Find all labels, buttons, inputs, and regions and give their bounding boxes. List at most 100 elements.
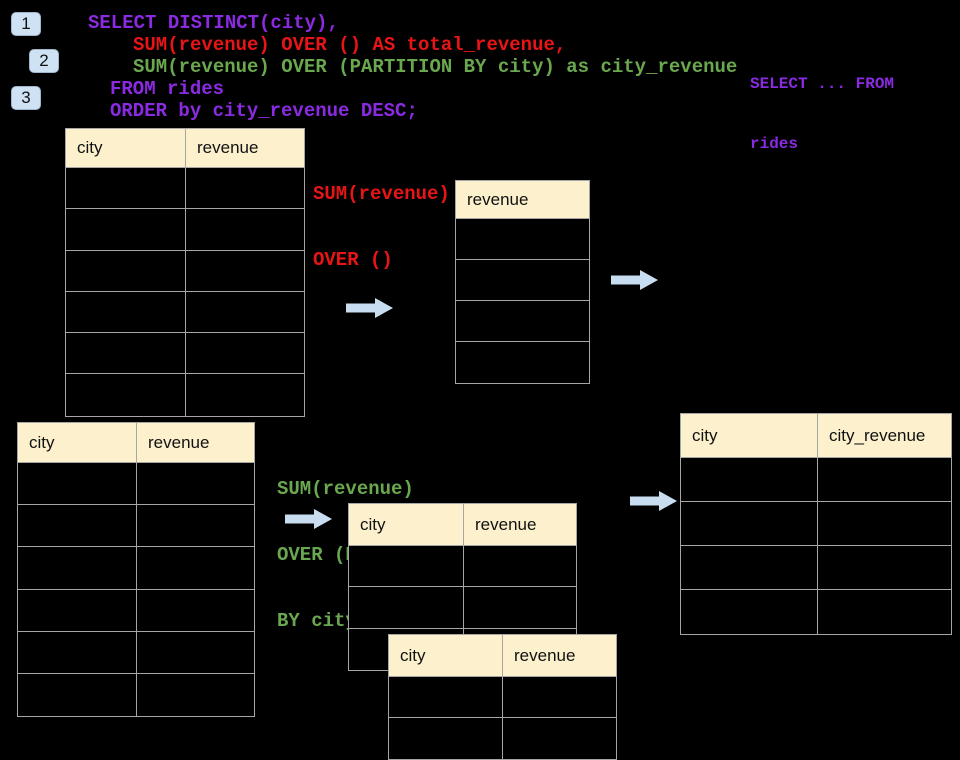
slide-canvas: { "colors": { "background": "#000000", "… [11, 12, 952, 760]
sql-line-total-revenue: SUM(revenue) OVER () AS total_revenue, [133, 34, 567, 56]
header-cell-revenue: revenue [148, 432, 210, 452]
table-row [66, 209, 304, 251]
header-cell-city: city [66, 129, 186, 167]
table-cell [18, 463, 137, 505]
table-cell [818, 546, 951, 589]
table-header-row: city revenue [349, 504, 576, 546]
table-row [66, 168, 304, 210]
header-cell-revenue: revenue [514, 645, 576, 665]
table-cell [818, 458, 951, 501]
arrow-right-icon [346, 298, 393, 318]
table-cell [66, 250, 186, 291]
table-cell [456, 219, 589, 259]
table-row [66, 250, 304, 292]
table-cell [18, 631, 137, 673]
annotation-line: OVER () [313, 249, 393, 271]
table-cell [18, 589, 137, 631]
table-cell [456, 260, 589, 300]
table-row [66, 333, 304, 375]
header-cell-city: city [681, 414, 818, 457]
table-cell [681, 458, 818, 501]
table-row [18, 463, 254, 506]
table-cell [389, 677, 503, 717]
step-badge-2: 2 [29, 49, 59, 73]
table-row [681, 458, 951, 502]
table-cell [818, 590, 951, 634]
table-cell [456, 342, 589, 383]
side-note-select-from-rides: SELECT ... FROM rides [750, 34, 894, 174]
table-row [681, 546, 951, 590]
table-row [389, 677, 616, 718]
table-row [18, 631, 254, 674]
table-cell [18, 505, 137, 547]
table-cell [456, 301, 589, 341]
table-row [66, 374, 304, 416]
header-cell-city: city [349, 504, 464, 545]
header-cell-city: city [389, 635, 503, 676]
arrow-right-icon [611, 270, 658, 290]
table-header-row: city city_revenue [681, 414, 951, 458]
table-cell [186, 209, 304, 249]
annotation-line: SUM(revenue) [313, 183, 450, 205]
sql-line-select: SELECT DISTINCT(city), [88, 12, 339, 34]
table-cell [186, 168, 304, 208]
header-cell-revenue: revenue [475, 514, 537, 534]
table-row [18, 505, 254, 548]
table-cell [818, 502, 951, 545]
arrow-right-icon [630, 491, 677, 511]
table-row [681, 502, 951, 546]
header-cell-city: city [18, 423, 137, 462]
table-cell [137, 505, 254, 546]
sql-line-order-by: ORDER by city_revenue DESC; [110, 100, 418, 122]
table-cell [137, 632, 254, 673]
table-header-row: city revenue [18, 423, 254, 463]
table-cell [681, 590, 818, 634]
table-cell [137, 590, 254, 631]
table-cell [464, 587, 576, 627]
table-row [456, 260, 589, 301]
annotation-total-revenue: SUM(revenue) OVER () [313, 139, 450, 293]
table-cell [18, 547, 137, 589]
header-cell-city-revenue: city_revenue [829, 425, 926, 445]
sql-line-from: FROM rides [110, 78, 225, 100]
table-row [681, 590, 951, 634]
table-cell [464, 546, 576, 586]
table-cell [186, 333, 304, 373]
table-cell [66, 209, 186, 250]
table-row [349, 587, 576, 629]
table-cell [18, 673, 137, 717]
table-cell [503, 677, 616, 717]
table-row [456, 301, 589, 342]
annotation-line: SUM(revenue) [277, 478, 414, 500]
table-header-row: city revenue [66, 129, 304, 168]
table-row [456, 342, 589, 383]
table-row [66, 291, 304, 334]
table-cell [137, 674, 254, 716]
step-badge-1: 1 [11, 12, 41, 36]
table-cell [66, 291, 186, 333]
table-row [18, 673, 254, 717]
table-cell [66, 374, 186, 416]
sql-line-partition: SUM(revenue) OVER (PARTITION BY city) as… [133, 56, 738, 78]
table-cell [349, 546, 464, 587]
table-row [18, 589, 254, 632]
table-row [389, 718, 616, 759]
table-rides-source-2: city revenue [17, 422, 255, 718]
table-row [349, 546, 576, 588]
table-partition-group-2: city revenue [388, 634, 617, 760]
step-badge-3: 3 [11, 86, 41, 110]
table-cell [389, 718, 503, 759]
table-total-revenue-result: revenue [455, 180, 590, 384]
header-cell-revenue: revenue [467, 189, 529, 209]
arrow-right-icon [285, 509, 332, 529]
table-cell [503, 718, 616, 759]
table-cell [186, 251, 304, 291]
table-header-row: city revenue [389, 635, 616, 677]
table-cell [186, 292, 304, 332]
table-cell [186, 374, 304, 415]
table-row [456, 219, 589, 260]
header-cell-revenue: revenue [197, 138, 259, 157]
table-row [18, 547, 254, 590]
table-cell [66, 333, 186, 374]
table-cell [681, 502, 818, 545]
